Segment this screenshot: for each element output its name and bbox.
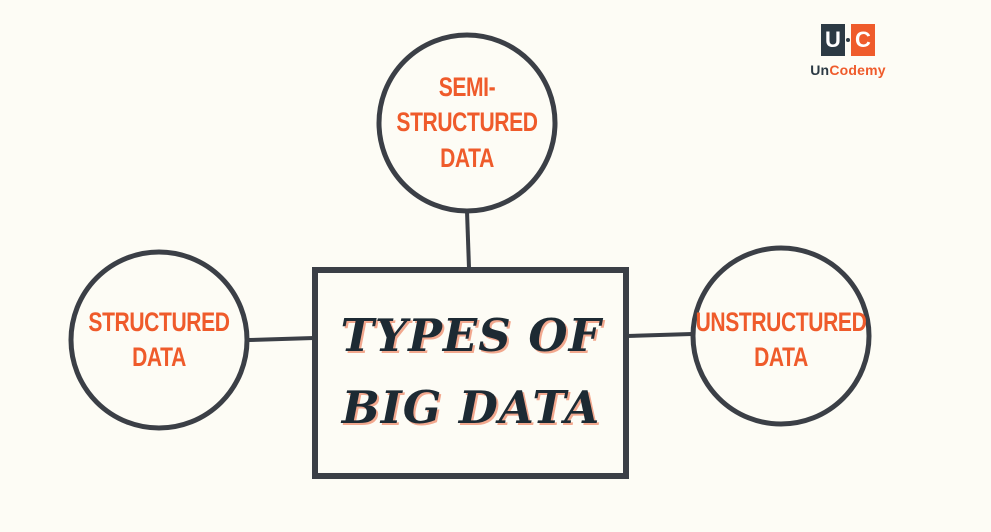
logo-mark: U C (821, 24, 875, 56)
node-label-line: SEMI- (438, 72, 496, 103)
logo-wordmark: UnCodemy (810, 62, 886, 78)
node-label-line: UNSTRUCTURED (695, 306, 867, 337)
logo-wordmark-part2: Codemy (829, 62, 886, 78)
connector-structured (248, 336, 315, 342)
node-circle-unstructured (690, 245, 872, 427)
connector-unstructured (626, 332, 693, 338)
center-title-line: BIG DATA (341, 381, 601, 434)
node-label-line: STRUCTURED (88, 306, 230, 337)
center-title: TYPES OF BIG DATA (318, 272, 624, 472)
logo-dot-icon (846, 38, 850, 42)
logo-mark-left: U (821, 24, 845, 56)
center-title-line: TYPES OF (340, 309, 602, 362)
node-label-unstructured: UNSTRUCTURED DATA (696, 262, 867, 418)
connector-semi-structured (465, 210, 471, 269)
node-label-structured: STRUCTURED DATA (88, 262, 230, 418)
logo-wordmark-part1: Un (810, 62, 830, 78)
brand-logo: U C UnCodemy (804, 24, 892, 78)
node-label-semi-structured: SEMI- STRUCTURED DATA (396, 45, 538, 201)
node-label-line: DATA (132, 342, 186, 372)
node-circle-structured (68, 249, 250, 431)
node-circle-semi-structured (376, 32, 558, 214)
node-label-line: DATA (754, 342, 808, 372)
logo-mark-right: C (851, 24, 875, 56)
node-label-line: STRUCTURED (396, 107, 538, 138)
node-label-line: DATA (440, 142, 494, 173)
center-box (312, 267, 629, 479)
